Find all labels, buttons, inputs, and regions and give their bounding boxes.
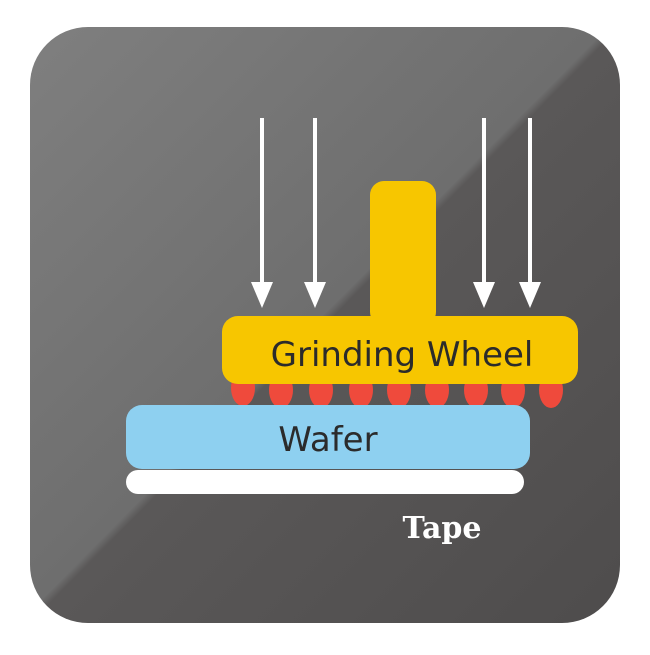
- tape-strip: [126, 470, 524, 494]
- wheel-label: Grinding Wheel: [271, 335, 534, 375]
- grinding-wheel: Grinding Wheel: [222, 181, 578, 384]
- wafer-label: Wafer: [278, 420, 377, 460]
- tape: Tape: [126, 470, 524, 546]
- arrow-down-icon: [304, 118, 326, 308]
- wheel-body: [222, 316, 578, 384]
- wafer: Wafer: [126, 405, 530, 469]
- tape-label: Tape: [403, 511, 482, 546]
- arrow-down-icon: [473, 118, 495, 308]
- wheel-spindle: [370, 181, 436, 326]
- pressure-arrows: [251, 118, 541, 308]
- arrow-down-icon: [251, 118, 273, 308]
- arrow-down-icon: [519, 118, 541, 308]
- wafer-body: [126, 405, 530, 469]
